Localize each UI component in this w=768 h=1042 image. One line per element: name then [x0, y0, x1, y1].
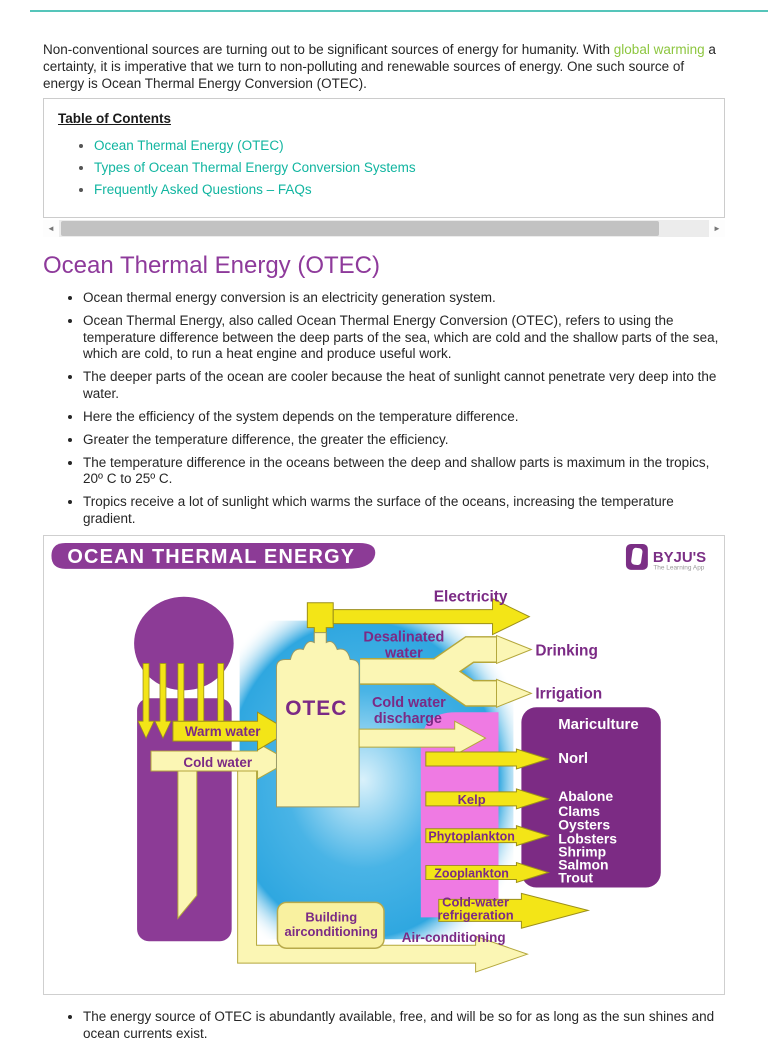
sun-circle [134, 596, 234, 691]
bullet-item: The energy source of OTEC is abundantly … [83, 1009, 725, 1042]
byjus-logo-tagline: The Learning App [653, 564, 704, 571]
intro-text-pre: Non-conventional sources are turning out… [43, 42, 614, 57]
toc-link-faqs[interactable]: Frequently Asked Questions – FAQs [94, 182, 312, 197]
desalinated-label-1: Desalinated [363, 630, 444, 646]
closing-bullet-list: The energy source of OTEC is abundantly … [43, 1009, 725, 1042]
kelp-label: Kelp [458, 792, 486, 807]
air-conditioning-label: Air-conditioning [402, 930, 506, 945]
bullet-item: Here the efficiency of the system depend… [83, 409, 725, 426]
toc-title: Table of Contents [58, 111, 171, 126]
desalinated-label-2: water [384, 645, 423, 661]
zooplankton-arrow [425, 861, 550, 884]
intro-paragraph: Non-conventional sources are turning out… [43, 41, 725, 92]
toc-list: Ocean Thermal Energy (OTEC) Types of Oce… [58, 138, 710, 197]
refrigeration-label-1: Cold-water [442, 894, 509, 909]
drinking-arrowhead [496, 634, 533, 665]
bullet-item: Ocean thermal energy conversion is an el… [83, 290, 725, 307]
nori-label: Norl [558, 750, 588, 767]
species-item: Shrimp [558, 844, 606, 860]
horizontal-scrollbar[interactable]: ◄ ► [43, 220, 725, 237]
species-item: Trout [558, 869, 593, 885]
species-item: Salmon [558, 857, 608, 873]
mariculture-panel [521, 707, 661, 888]
electricity-label: Electricity [434, 589, 508, 606]
diagram-title-banner [51, 542, 376, 569]
toc-item: Types of Ocean Thermal Energy Conversion… [94, 160, 710, 175]
bullet-item: Ocean Thermal Energy, also called Ocean … [83, 313, 725, 363]
species-item: Abalone [558, 788, 613, 804]
toc-link-types[interactable]: Types of Ocean Thermal Energy Conversion… [94, 160, 416, 175]
bullet-item: The deeper parts of the ocean are cooler… [83, 369, 725, 402]
zooplankton-label: Zooplankton [434, 867, 509, 881]
cold-water-label: Cold water [183, 755, 252, 770]
toc-link-otec[interactable]: Ocean Thermal Energy (OTEC) [94, 138, 284, 153]
species-item: Clams [558, 803, 600, 819]
scroll-left-icon[interactable]: ◄ [43, 220, 59, 237]
phytoplankton-label: Phytoplankton [428, 830, 514, 844]
irrigation-arrowhead [496, 678, 533, 708]
otec-diagram: OCEAN THERMAL ENERGY BYJU'S The Learning… [51, 542, 706, 973]
byjus-logo: BYJU'S The Learning App [625, 543, 706, 571]
scrollbar-thumb[interactable] [61, 221, 659, 236]
warm-water-label: Warm water [185, 724, 261, 739]
warm-water-arrow [172, 711, 291, 751]
mariculture-label: Mariculture [558, 716, 638, 733]
building-ac-label-1: Building [305, 909, 357, 924]
scroll-right-icon[interactable]: ► [709, 220, 725, 237]
table-of-contents: Table of Contents Ocean Thermal Energy (… [43, 98, 725, 218]
building-ac-box [276, 901, 385, 949]
discharge-label-1: Cold water [372, 695, 446, 711]
phytoplankton-arrow [425, 825, 550, 847]
otec-bullet-list: Ocean thermal energy conversion is an el… [43, 290, 725, 527]
otec-label: OTEC [285, 697, 347, 720]
refrigeration-arrow [438, 892, 591, 929]
toc-item: Ocean Thermal Energy (OTEC) [94, 138, 710, 153]
top-divider [30, 10, 768, 12]
irrigation-label: Irrigation [535, 685, 602, 702]
discharge-label-2: discharge [374, 711, 442, 727]
species-item: Oysters [558, 817, 610, 833]
otec-diagram-figure: OCEAN THERMAL ENERGY BYJU'S The Learning… [43, 535, 725, 995]
electricity-arrow [332, 597, 531, 636]
byjus-logo-glyph [631, 547, 643, 566]
toc-item: Frequently Asked Questions – FAQs [94, 182, 710, 197]
building-ac-label-2: airconditioning [285, 924, 379, 939]
otec-plant [275, 632, 360, 808]
kelp-arrow [425, 788, 550, 810]
refrigeration-label-2: refrigeration [437, 907, 513, 922]
page-title: Ocean Thermal Energy (OTEC) [43, 252, 380, 279]
intro-text-post: a certainty, it is imperative that we tu… [43, 42, 716, 91]
bullet-item: Tropics receive a lot of sunlight which … [83, 494, 725, 527]
air-conditioning-arrow [237, 770, 529, 973]
cold-discharge-arrow [358, 720, 487, 756]
desalinated-fork [360, 634, 533, 708]
scrollbar-track[interactable] [59, 220, 709, 237]
nori-arrow [425, 748, 550, 770]
product-arrows [425, 748, 591, 929]
bullet-item: The temperature difference in the oceans… [83, 455, 725, 488]
byjus-logo-text: BYJU'S [653, 549, 706, 566]
species-list: Abalone Clams Oysters Lobsters Shrimp Sa… [558, 788, 617, 886]
diagram-title: OCEAN THERMAL ENERGY [67, 546, 355, 568]
intake-pipe [177, 770, 198, 920]
species-item: Lobsters [558, 831, 617, 847]
drinking-label: Drinking [535, 642, 598, 659]
bullet-item: Greater the temperature difference, the … [83, 432, 725, 449]
global-warming-link[interactable]: global warming [613, 42, 705, 57]
